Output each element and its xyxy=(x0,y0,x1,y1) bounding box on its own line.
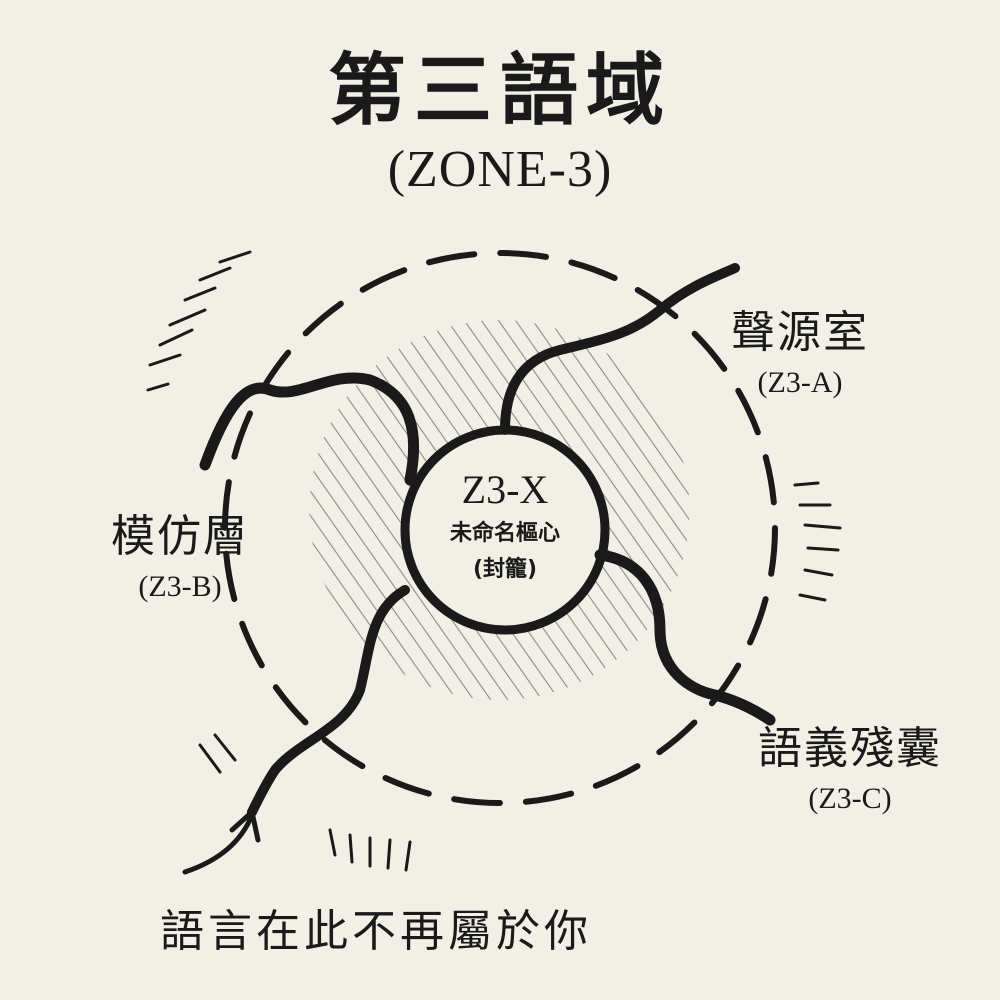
outer-boundary xyxy=(222,250,778,806)
zone-code: (Z3-C) xyxy=(808,782,892,815)
zone-name: 聲源室 xyxy=(731,307,869,358)
core-status: (封籠) xyxy=(472,557,538,582)
core-code: Z3-X xyxy=(461,467,549,512)
footer-caption: 語言在此不再屬於你 xyxy=(160,906,592,957)
zone-label-a: 聲源室 (Z3-A) xyxy=(700,296,900,400)
page-subtitle: (ZONE-3) xyxy=(387,141,613,198)
channel-d xyxy=(247,585,410,817)
zone-label-b: 模仿層 (Z3-B) xyxy=(80,500,280,604)
zone-code: (Z3-B) xyxy=(138,570,222,603)
page-title: 第三語域 xyxy=(327,45,672,136)
channel-c xyxy=(594,549,776,726)
channel-b xyxy=(199,372,420,486)
radiating-marks xyxy=(146,250,842,872)
arrow-icon xyxy=(182,809,261,875)
core-name: 未命名樞心 xyxy=(449,521,560,546)
zone-name: 語義殘囊 xyxy=(758,723,942,774)
core-label: Z3-X 未命名樞心 (封籠) xyxy=(405,466,605,583)
zone-code: (Z3-A) xyxy=(757,366,843,399)
channel-network xyxy=(199,263,776,817)
zone-name: 模仿層 xyxy=(111,511,249,562)
channel-a xyxy=(500,263,740,435)
zone-label-c: 語義殘囊 (Z3-C) xyxy=(715,712,985,816)
